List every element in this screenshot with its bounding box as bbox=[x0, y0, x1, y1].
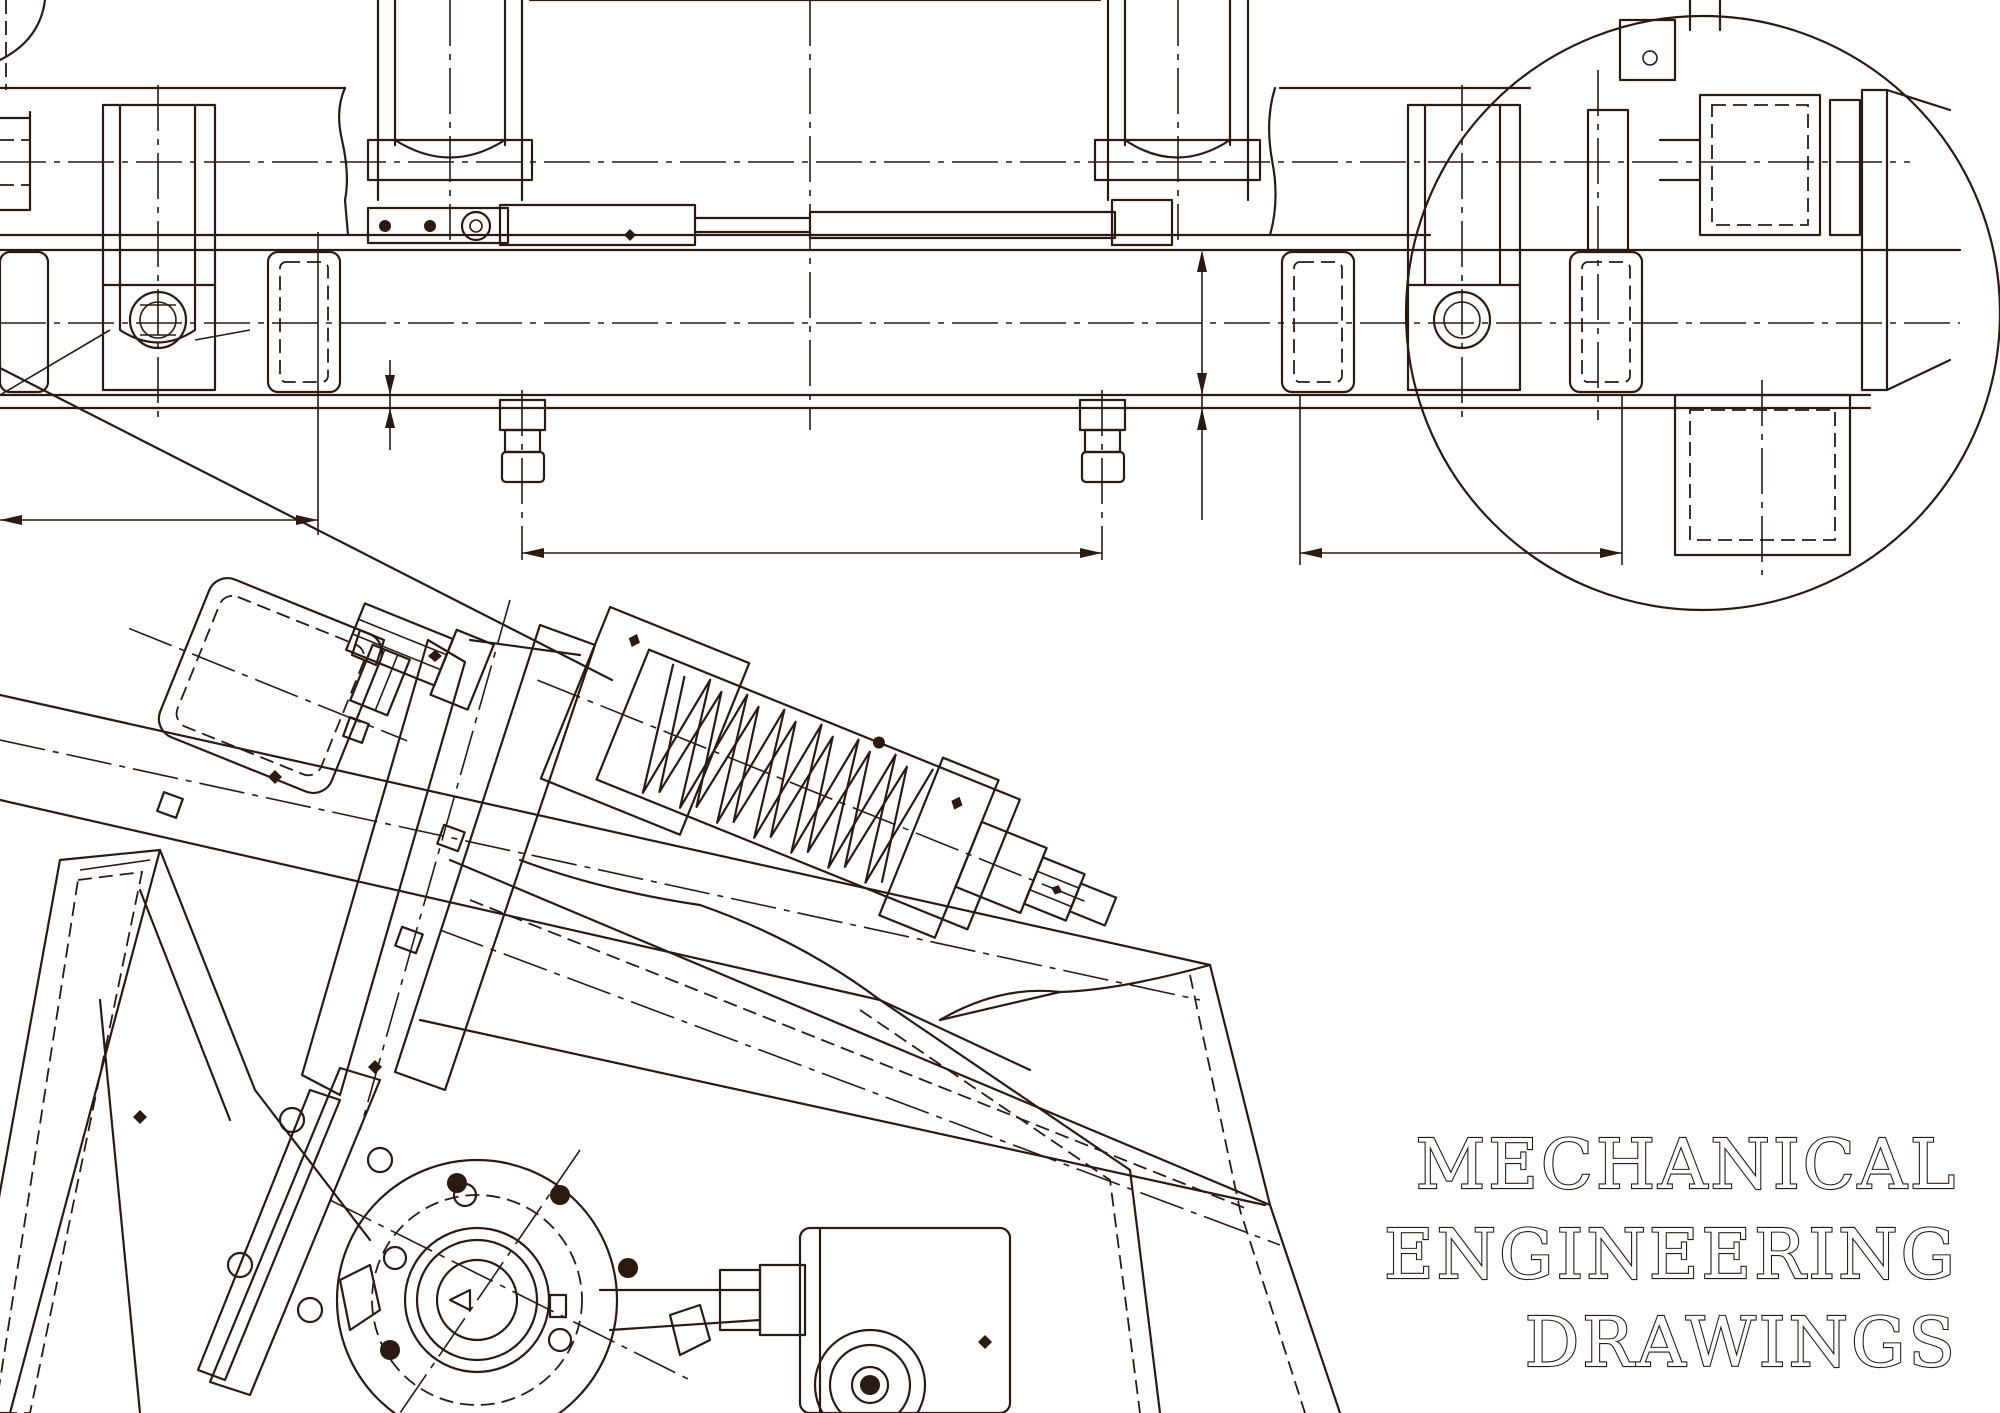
hex-bolt-right bbox=[1078, 390, 1127, 560]
title-block: MECHANICAL ENGINEERING DRAWINGS bbox=[1383, 1125, 1958, 1384]
title-line-engineering: ENGINEERING bbox=[1384, 1216, 1958, 1295]
title-line-drawings: DRAWINGS bbox=[1525, 1304, 1958, 1383]
hex-bolt-left bbox=[498, 390, 547, 560]
spring-assembly bbox=[537, 605, 1118, 939]
lower-assembly bbox=[0, 366, 1342, 1413]
dimension-lines bbox=[0, 232, 1623, 565]
actuator bbox=[598, 1226, 1012, 1413]
detail-circle bbox=[1404, 14, 2000, 612]
title-line-mechanical: MECHANICAL bbox=[1416, 1126, 1958, 1205]
valve-body bbox=[329, 1149, 712, 1413]
upper-assembly bbox=[0, 0, 2000, 612]
